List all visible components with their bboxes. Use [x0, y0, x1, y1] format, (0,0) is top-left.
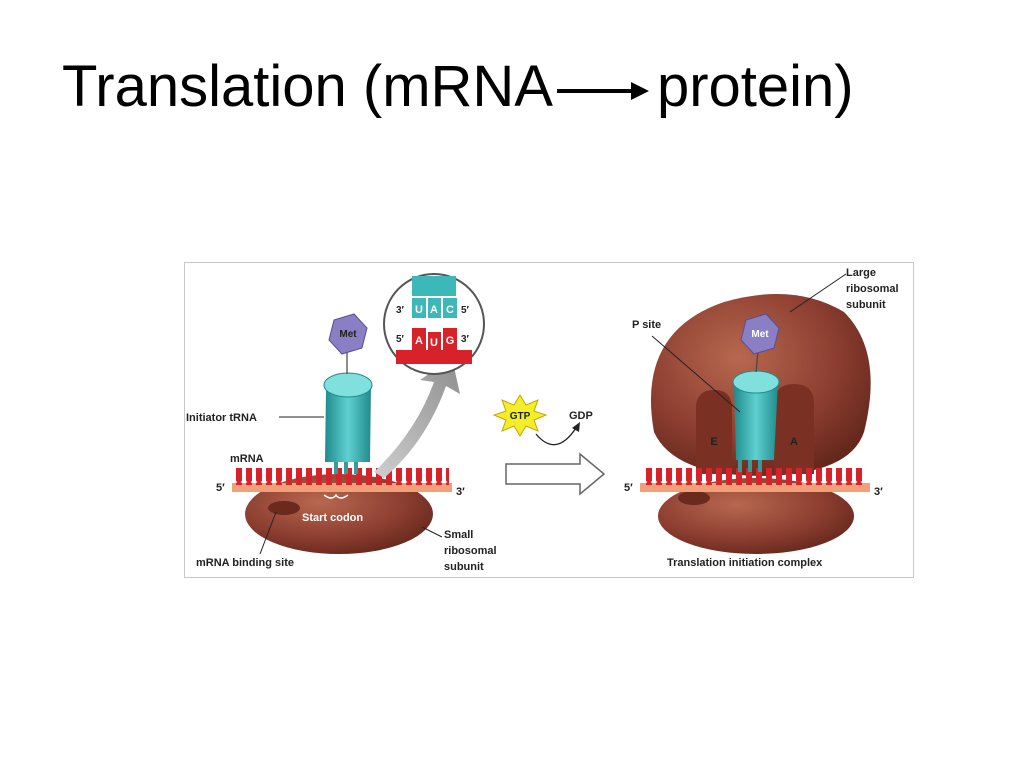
inset-top-left-end: 3′: [396, 305, 405, 316]
initiator-trna-complex: [734, 382, 778, 460]
start-codon-brace: [323, 493, 349, 499]
inset-top-right-end: 5′: [461, 305, 470, 316]
right-panel: E A Met P site Large ribosomal subunit 5…: [624, 267, 899, 569]
complex-caption: Translation initiation complex: [667, 557, 823, 569]
start-codon-label: Start codon: [302, 512, 363, 524]
initiator-trna: [325, 384, 371, 462]
title-text-start: Translation (mRNA: [62, 54, 553, 119]
mrna-binding-site-label: mRNA binding site: [196, 557, 294, 569]
met-label: Met: [339, 329, 357, 340]
codon-base-3: G: [446, 335, 455, 347]
met-amino-acid: [328, 313, 368, 355]
a-site: [774, 384, 814, 474]
gdp-label: GDP: [569, 410, 593, 422]
small-subunit-label-line-1: Small: [444, 529, 473, 541]
e-site: [696, 390, 732, 474]
met-amino-acid-complex: [740, 313, 780, 355]
mrna-backbone: [232, 483, 452, 492]
anticodon-base-3: C: [446, 304, 454, 316]
right-arrow-icon: [556, 81, 649, 101]
left-three-prime: 3′: [456, 486, 465, 498]
met-label-complex: Met: [751, 329, 769, 340]
energy-step: GTP GDP: [492, 394, 606, 496]
inset-bottom-left-end: 5′: [396, 334, 405, 345]
right-five-prime: 5′: [624, 482, 633, 494]
mrna-bases-complex: [642, 468, 866, 485]
inset-circle: [383, 273, 485, 375]
a-site-label: A: [790, 436, 798, 448]
mrna-bases: [234, 468, 449, 485]
mrna-label: mRNA: [230, 453, 264, 465]
codon-base-2: U: [430, 337, 438, 349]
gtp-label: GTP: [510, 411, 531, 422]
inset-bottom-right-end: 3′: [461, 334, 470, 345]
small-ribosomal-subunit: [245, 474, 433, 554]
left-five-prime: 5′: [216, 482, 225, 494]
gtp-burst-icon: [492, 394, 548, 437]
title-text-end: protein): [656, 54, 854, 119]
e-site-label: E: [710, 436, 717, 448]
mrna-backbone-complex: [640, 483, 870, 492]
large-subunit-label-line-2: ribosomal: [846, 283, 899, 295]
figure-canvas: Met Initiator tRNA mRNA 5′ 3′ Start codo…: [184, 262, 914, 578]
translation-initiation-figure: Met Initiator tRNA mRNA 5′ 3′ Start codo…: [184, 262, 914, 578]
trna-top: [323, 372, 373, 398]
zoom-arrow: [374, 358, 460, 478]
large-subunit-label-line-3: subunit: [846, 299, 886, 311]
anticodon-base-2: A: [430, 304, 438, 316]
p-site-label: P site: [632, 319, 661, 331]
anticodon-base-1: U: [415, 304, 423, 316]
left-panel: Met Initiator tRNA mRNA 5′ 3′ Start codo…: [186, 313, 497, 573]
process-arrow: [505, 452, 606, 496]
codon-anticodon-inset: U A C A U G 3′ 5′ 5′ 3′: [383, 273, 485, 375]
large-subunit-label-line-1: Large: [846, 267, 876, 279]
small-subunit-label-line-2: ribosomal: [444, 545, 497, 557]
small-subunit-label-line-3: subunit: [444, 561, 484, 573]
right-three-prime: 3′: [874, 486, 883, 498]
gtp-to-gdp-arrow: [535, 427, 577, 446]
initiator-trna-label: Initiator tRNA: [186, 412, 257, 424]
codon-base-1: A: [415, 335, 423, 347]
mrna-binding-site: [268, 501, 300, 515]
